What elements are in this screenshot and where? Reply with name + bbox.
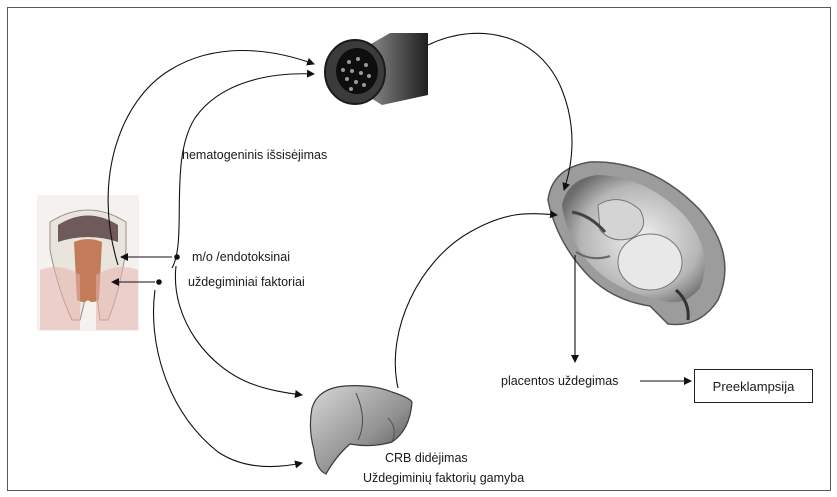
arrow-vessel-to-fetus [428, 33, 572, 190]
preeclampsia-box: Preeklampsija [694, 369, 813, 403]
bullet-endotoxins [174, 254, 180, 260]
label-hematogenous: hematogeninis išsisėjimas [182, 148, 327, 162]
arrow-tooth-to-liver-lower [154, 290, 302, 466]
label-placental-inflammation: placentos uždegimas [501, 374, 618, 388]
label-crp: CRB didėjimas [385, 451, 468, 465]
label-inflammatory-production: Uždegiminių faktorių gamyba [363, 471, 524, 485]
tooth-image [37, 195, 139, 331]
vessel-image [325, 33, 428, 105]
preeclampsia-label: Preeklampsija [713, 379, 795, 394]
arrow-tooth-to-vessel-inner [172, 74, 314, 268]
label-microorganisms: m/o /endotoksinai [192, 250, 290, 264]
label-inflammatory-factors: uždegiminiai faktoriai [188, 275, 305, 289]
arrow-liver-to-fetus [395, 214, 557, 388]
bullet-inflammatory-factors [156, 279, 162, 285]
